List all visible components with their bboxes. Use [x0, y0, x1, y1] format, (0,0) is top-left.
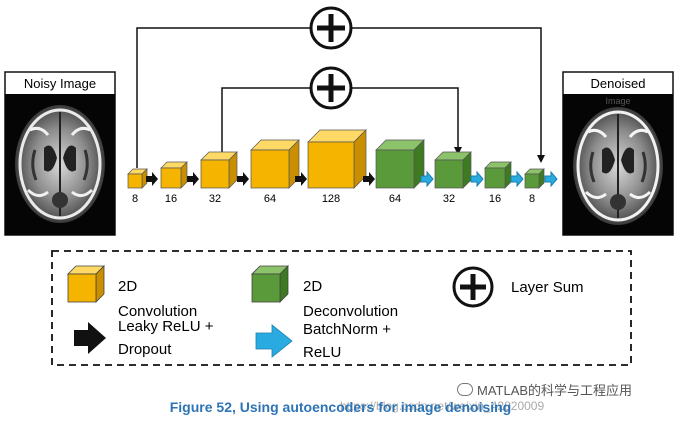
deconv-block-4 — [524, 168, 545, 189]
noisy-image-title: Noisy Image — [24, 76, 96, 91]
batchnorm-relu-arrow-2 — [470, 170, 484, 188]
conv-block-2 — [160, 161, 188, 189]
legend-sum-icon — [452, 266, 494, 308]
legend-deconv-line2: Deconvolution — [303, 303, 398, 320]
batchnorm-relu-arrow-4 — [544, 170, 558, 188]
deconv-block-label-2: 32 — [443, 193, 455, 205]
conv-block-label-3: 32 — [209, 193, 221, 205]
legend-deconv-cube — [251, 265, 289, 303]
legend-leaky-arrow-icon — [74, 322, 106, 354]
conv-block-5 — [307, 129, 367, 189]
conv-block-4 — [250, 139, 300, 189]
network-blocks: 8 16 32 64 128 64 32 16 8 — [127, 129, 558, 205]
deconv-block-label-4: 8 — [529, 193, 535, 205]
legend-conv-cube — [67, 265, 105, 303]
conv-block-3 — [200, 151, 238, 189]
leaky-relu-arrow-3 — [237, 172, 249, 186]
conv-block-1 — [127, 168, 148, 189]
legend-leaky-line1: Leaky ReLU + — [118, 318, 214, 335]
conv-block-label-5: 128 — [322, 193, 340, 205]
legend-conv-line1: 2D — [118, 278, 137, 295]
conv-block-label-2: 16 — [165, 193, 177, 205]
legend-bn-line1: BatchNorm + — [303, 321, 391, 338]
deconv-block-2 — [434, 151, 472, 189]
batchnorm-relu-arrow-3 — [510, 170, 524, 188]
deconv-block-3 — [484, 161, 512, 189]
denoised-image-overlay-text: Image — [605, 96, 630, 106]
legend-conv-line2: Convolution — [118, 303, 197, 320]
noisy-brain-image — [15, 105, 105, 223]
wechat-icon — [457, 383, 473, 396]
deconv-block-label-3: 16 — [489, 193, 501, 205]
leaky-relu-arrow-2 — [187, 172, 199, 186]
outer-sum-icon — [309, 6, 353, 50]
conv-block-label-4: 64 — [264, 193, 276, 205]
inner-sum-icon — [309, 66, 353, 110]
leaky-relu-arrow-5 — [363, 172, 375, 186]
watermark-url: https://blog.csdn.net/weixin_42820009 — [340, 399, 545, 413]
denoised-brain-image — [573, 107, 663, 225]
conv-block-label-1: 8 — [132, 193, 138, 205]
leaky-relu-arrow-4 — [295, 172, 307, 186]
legend-batchnorm-arrow-icon — [255, 324, 293, 358]
batchnorm-relu-arrow-1 — [420, 170, 434, 188]
legend-sum-label: Layer Sum — [511, 279, 584, 296]
watermark: MATLAB的科学与工程应用 — [457, 380, 677, 399]
legend-deconv-line1: 2D — [303, 278, 322, 295]
leaky-relu-arrow-1 — [146, 172, 158, 186]
denoised-image-panel: Denoised Image — [562, 71, 674, 236]
deconv-block-1 — [375, 139, 425, 189]
legend-leaky-line2: Dropout — [118, 341, 172, 358]
figure-caption: Figure 52, Using autoencoders for image … — [169, 399, 512, 415]
noisy-image-panel: Noisy Image — [4, 71, 116, 236]
skip-connections — [136, 6, 545, 168]
watermark-text: MATLAB的科学与工程应用 — [477, 383, 633, 398]
deconv-block-label-1: 64 — [389, 193, 401, 205]
denoised-image-title: Denoised — [591, 76, 646, 91]
legend-bn-line2: ReLU — [303, 344, 341, 361]
legend: 2D Convolution 2D Deconvolution Layer Su… — [51, 250, 632, 366]
